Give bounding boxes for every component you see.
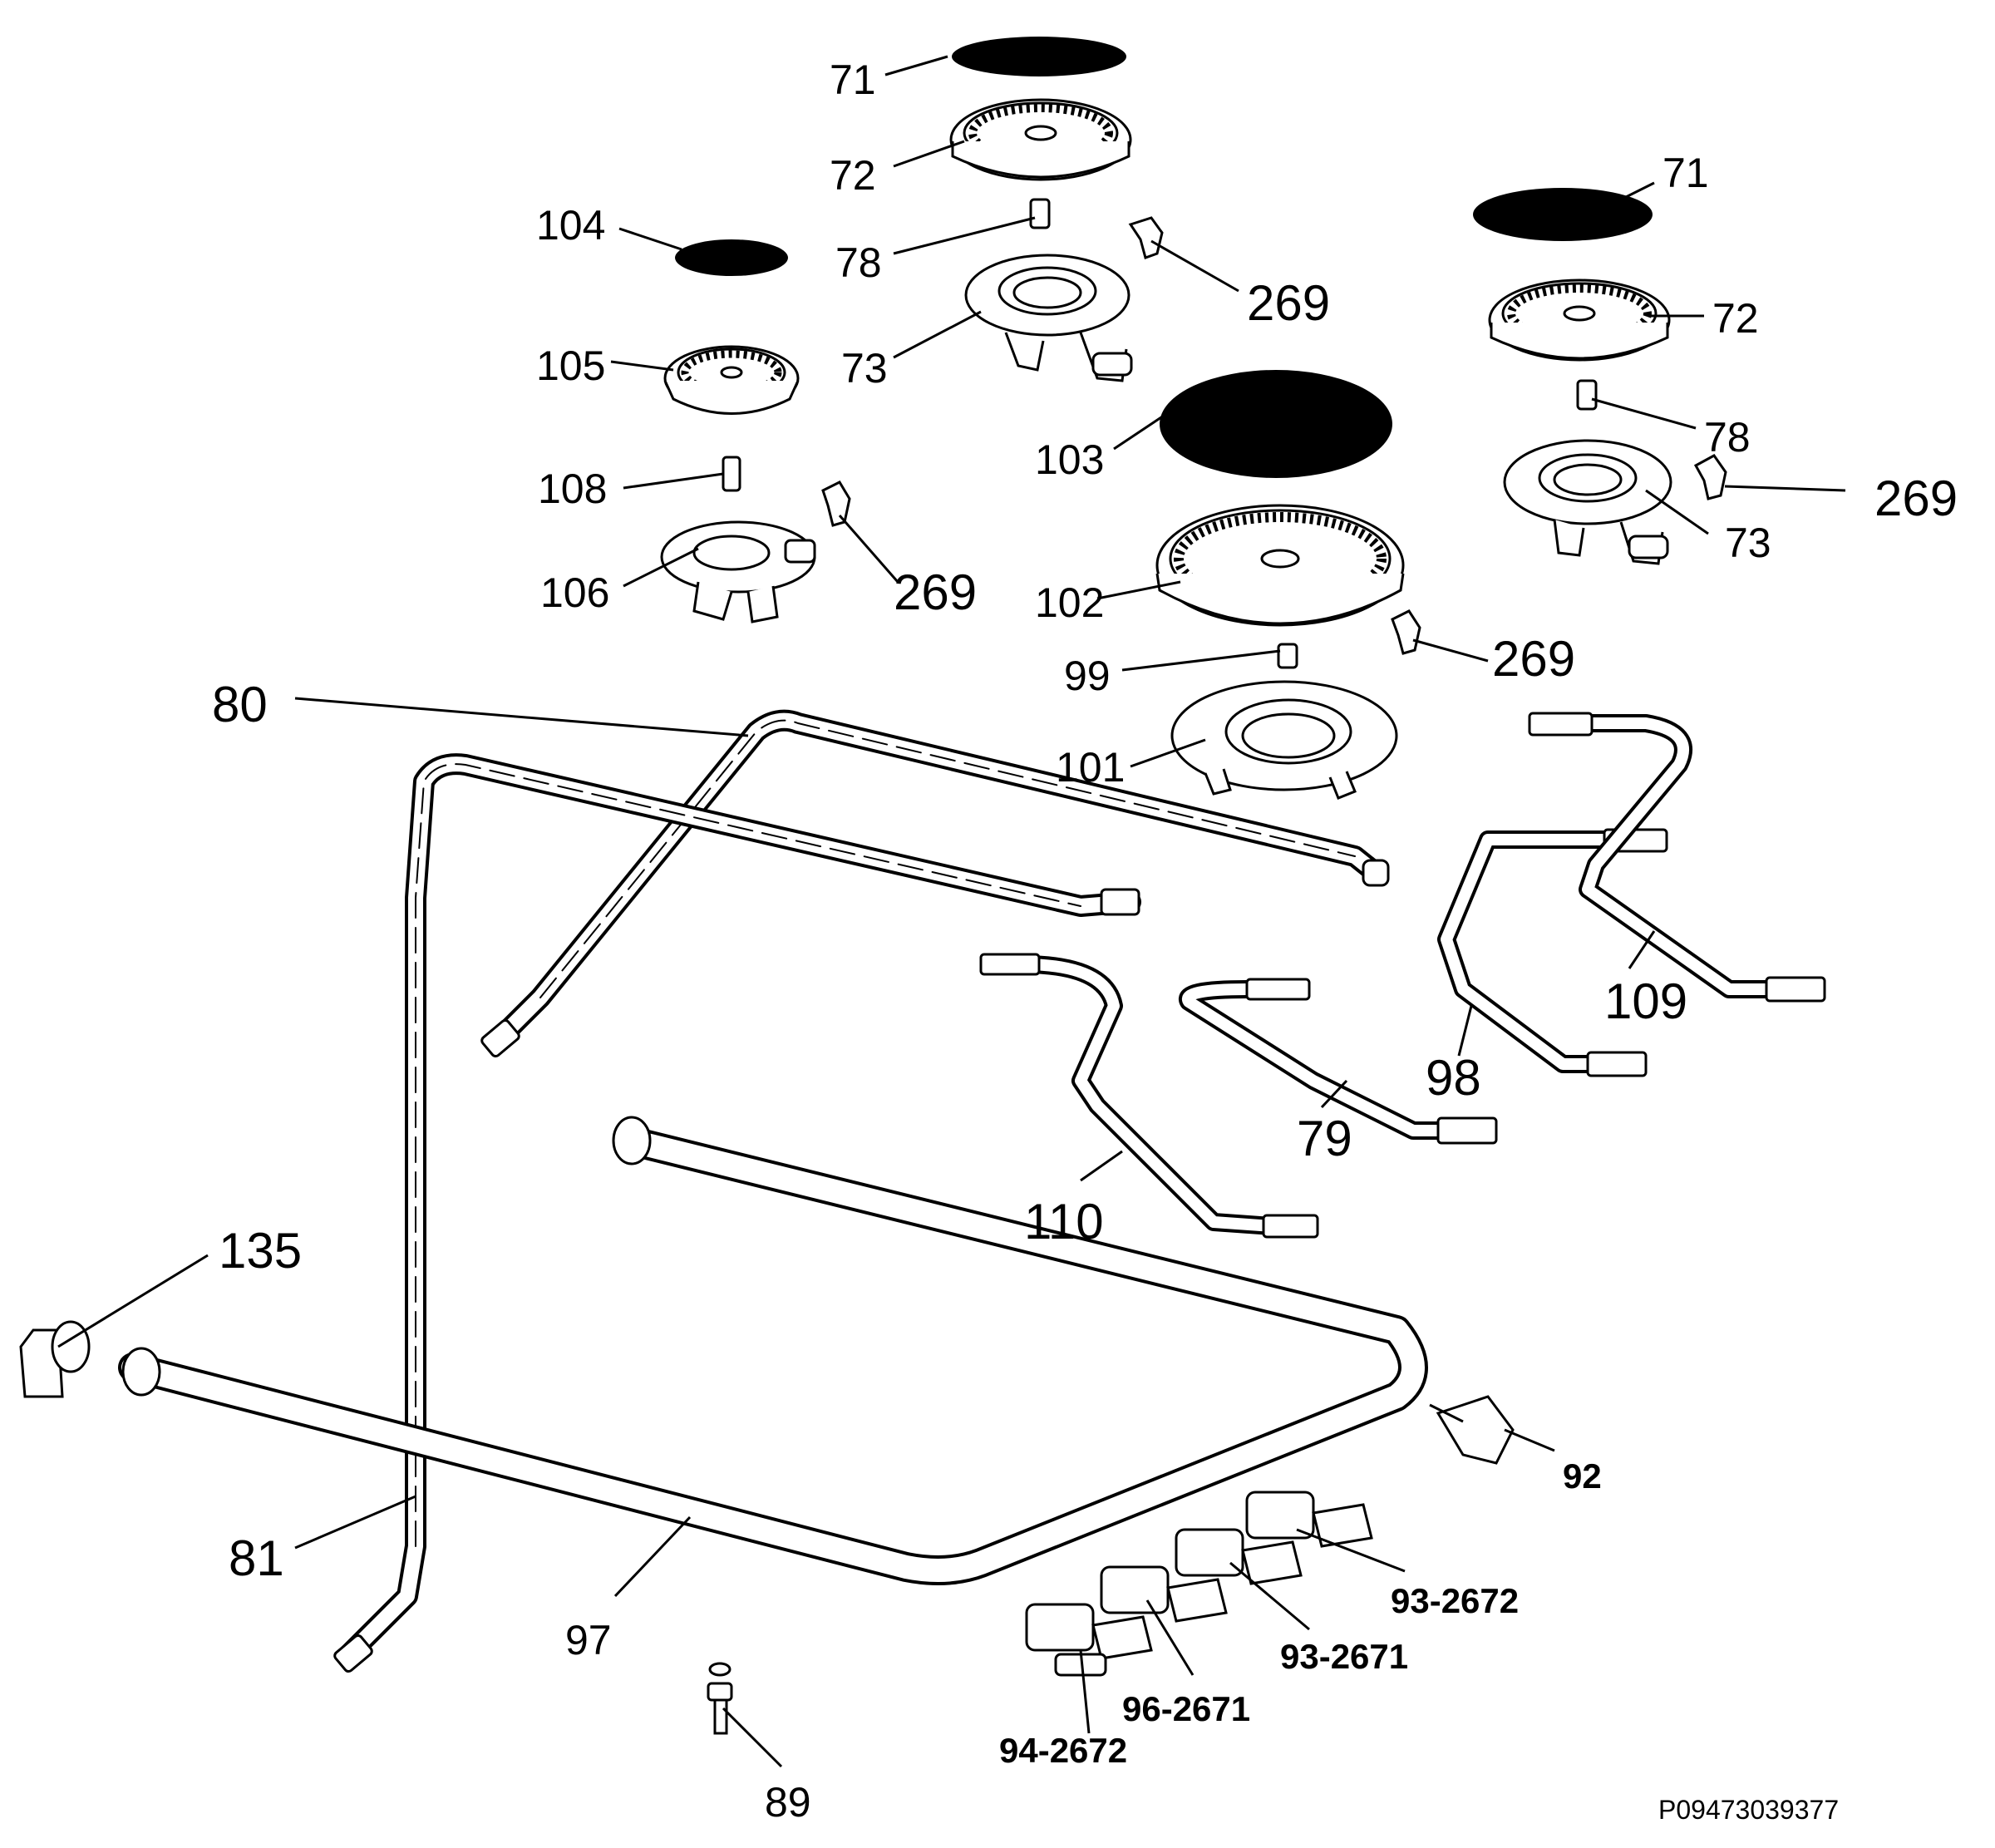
label-80: 80 — [212, 677, 268, 732]
label-269-d: 269 — [1492, 631, 1575, 687]
gas-tap-93-2672 — [1245, 1491, 1373, 1548]
burner-base-106 — [660, 520, 816, 623]
leader-lines — [57, 55, 1846, 1768]
elbow-135 — [19, 1320, 91, 1398]
pipe-110 — [979, 953, 1319, 1239]
screw-89 — [707, 1662, 733, 1735]
label-71-top: 71 — [830, 57, 876, 103]
pipe-98 — [1437, 828, 1668, 1077]
injector-99 — [1277, 643, 1298, 669]
label-135: 135 — [219, 1223, 302, 1279]
label-96-2671: 96-2671 — [1122, 1689, 1250, 1728]
burner-cap-103 — [1160, 370, 1392, 478]
clip-269-d — [1391, 609, 1421, 655]
diagram-code: P09473039377 — [1658, 1795, 1839, 1825]
burner-base-73-right — [1503, 439, 1672, 565]
pipe-79 — [1179, 978, 1498, 1145]
burner-cap-104 — [675, 239, 788, 276]
label-79: 79 — [1297, 1111, 1352, 1166]
injector-108 — [722, 456, 741, 492]
label-89: 89 — [765, 1779, 811, 1826]
burner-crown-105 — [663, 345, 800, 415]
clip-269-b — [821, 480, 851, 527]
label-92: 92 — [1563, 1456, 1602, 1496]
label-78-top: 78 — [835, 239, 882, 286]
label-99: 99 — [1064, 653, 1111, 699]
burner-cap-71-top — [952, 37, 1126, 76]
label-103: 103 — [1035, 436, 1104, 483]
label-98: 98 — [1426, 1050, 1481, 1106]
burner-base-101 — [1170, 680, 1398, 800]
label-104: 104 — [536, 202, 605, 249]
label-101: 101 — [1056, 744, 1125, 791]
label-93-2671: 93-2671 — [1280, 1637, 1408, 1676]
label-269-c: 269 — [894, 564, 977, 620]
clip-269-a — [1128, 216, 1164, 259]
burner-crown-72-right — [1488, 278, 1671, 362]
burner-base-73-top — [964, 254, 1133, 382]
label-72-top: 72 — [830, 152, 876, 199]
pipe-109 — [1528, 712, 1826, 1003]
label-81: 81 — [229, 1530, 284, 1586]
part-labels: 71 72 104 78 269 73 105 71 72 103 78 269… — [212, 57, 1958, 1826]
label-109: 109 — [1604, 973, 1687, 1029]
injector-78-right — [1576, 379, 1598, 411]
thermocouple-92 — [1429, 1395, 1515, 1465]
label-72-right: 72 — [1712, 295, 1759, 342]
label-93-2672: 93-2672 — [1391, 1581, 1519, 1620]
label-102: 102 — [1035, 579, 1104, 626]
label-94-2672: 94-2672 — [999, 1731, 1127, 1770]
injector-78-top — [1029, 198, 1051, 229]
label-73-top: 73 — [841, 345, 888, 392]
pipe-80 — [480, 709, 1390, 1058]
burner-crown-102 — [1155, 504, 1405, 627]
label-110: 110 — [1024, 1194, 1104, 1249]
pipe-81 — [333, 753, 1141, 1673]
label-269-b: 269 — [1874, 471, 1958, 526]
clip-269-c — [1693, 454, 1727, 500]
label-78-right: 78 — [1704, 414, 1751, 461]
gas-tap-93-2671 — [1175, 1528, 1303, 1585]
burner-crown-72-top — [949, 98, 1132, 181]
gas-tap-96-2671 — [1100, 1565, 1228, 1623]
pipe-97-manifold — [118, 1116, 1428, 1585]
label-269-a: 269 — [1247, 275, 1330, 331]
label-73-right: 73 — [1725, 520, 1771, 566]
label-105: 105 — [536, 342, 605, 389]
label-106: 106 — [540, 569, 609, 616]
label-71-right: 71 — [1662, 150, 1709, 196]
burner-cap-71-right — [1473, 188, 1653, 241]
label-108: 108 — [538, 466, 607, 512]
label-97: 97 — [565, 1617, 612, 1663]
gas-tap-94-2672 — [1025, 1603, 1153, 1677]
